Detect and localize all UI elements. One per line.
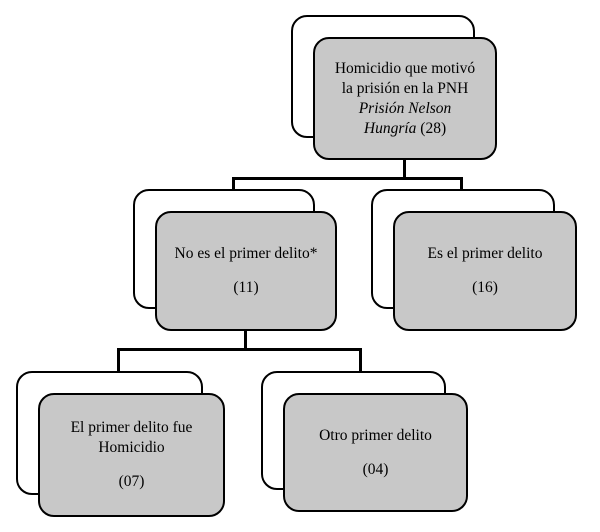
node-not-first-offense-count: (11) xyxy=(233,279,259,296)
node-first-offense-homicide-box: El primer delito fue Homicidio (07) xyxy=(38,393,225,517)
node-root-line4-italic: Hungría xyxy=(363,119,417,137)
connector-drop-grandchild-left xyxy=(117,350,120,374)
node-root-box: Homicidio que motivó la prisión en la PN… xyxy=(313,37,497,160)
connector-rail-level2 xyxy=(117,348,362,351)
node-first-offense-homicide-label: El primer delito fue Homicidio xyxy=(70,419,193,456)
connector-left-down xyxy=(244,330,247,350)
node-root-line2: la prisión en la PNH xyxy=(341,79,469,97)
connector-root-down xyxy=(403,159,406,179)
node-root-line3: Prisión Nelson xyxy=(358,99,452,117)
node-first-offense-box: Es el primer delito (16) xyxy=(393,211,577,331)
node-root-line4: Hungría (28) xyxy=(325,119,485,139)
node-root-line1: Homicidio que motivó xyxy=(334,59,476,77)
connector-rail-level1 xyxy=(232,177,463,180)
node-other-first-offense-box: Otro primer delito (04) xyxy=(283,393,468,512)
node-other-first-offense-count: (04) xyxy=(362,460,389,478)
connector-drop-grandchild-right xyxy=(359,350,362,374)
connector-drop-right-child xyxy=(460,179,463,193)
connector-drop-left-child xyxy=(232,179,235,193)
node-not-first-offense-box: No es el primer delito* (11) xyxy=(155,211,337,331)
node-not-first-offense-label: No es el primer delito* xyxy=(174,245,318,262)
node-first-offense-homicide-count: (07) xyxy=(118,473,145,490)
node-root-count: (28) xyxy=(420,119,447,137)
node-first-offense-count: (16) xyxy=(472,279,498,296)
node-other-first-offense-label: Otro primer delito xyxy=(319,426,432,444)
node-first-offense-label: Es el primer delito xyxy=(427,245,543,262)
